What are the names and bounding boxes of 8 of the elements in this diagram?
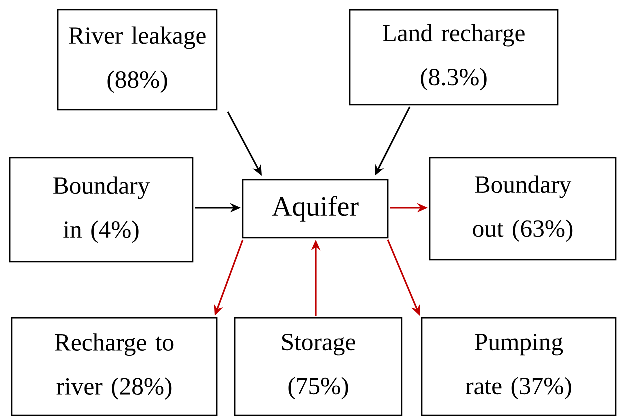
flow-box: Land recharge (8.3%) <box>349 9 559 106</box>
flow-box: Recharge to river (28%) <box>11 317 218 416</box>
flow-box: Pumping rate (37%) <box>421 317 617 416</box>
flow-box: Aquifer <box>242 179 389 239</box>
flow-box: Storage (75%) <box>234 317 403 416</box>
flow-box: Boundary out (63%) <box>429 157 617 261</box>
flow-box: River leakage (88%) <box>57 9 218 111</box>
flow-box: Boundary in (4%) <box>9 157 194 263</box>
